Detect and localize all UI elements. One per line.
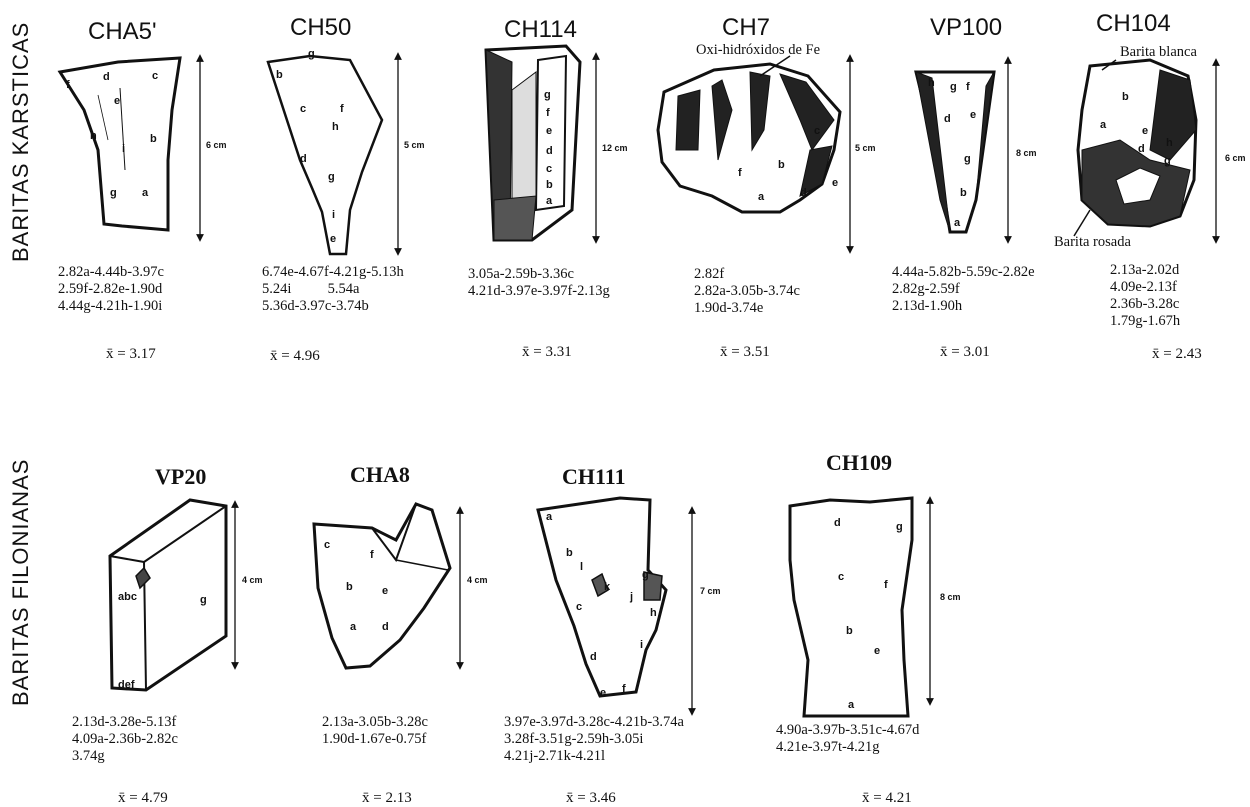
svg-text:h: h xyxy=(650,607,657,619)
svg-text:b: b xyxy=(960,187,967,199)
svg-text:d: d xyxy=(103,71,110,83)
svg-text:c: c xyxy=(814,125,820,137)
svg-text:c: c xyxy=(324,539,330,551)
svg-text:g: g xyxy=(964,153,971,165)
svg-text:a: a xyxy=(142,187,149,199)
svg-text:g: g xyxy=(896,521,903,533)
svg-text:h: h xyxy=(332,121,339,133)
svg-text:i: i xyxy=(332,209,335,221)
svg-text:h: h xyxy=(928,77,935,89)
svg-text:e: e xyxy=(114,95,120,107)
svg-text:a: a xyxy=(954,217,961,229)
svg-text:b: b xyxy=(846,625,853,637)
svg-text:f: f xyxy=(370,549,374,561)
svg-text:h: h xyxy=(90,130,97,142)
svg-text:f: f xyxy=(622,683,626,695)
svg-text:c: c xyxy=(300,103,306,115)
svg-text:e: e xyxy=(330,233,336,245)
specimen-ch104 xyxy=(1074,60,1196,236)
svg-text:f: f xyxy=(66,79,70,91)
svg-text:c: c xyxy=(152,70,158,82)
specimen-vp100 xyxy=(916,72,994,232)
svg-text:d: d xyxy=(382,621,389,633)
svg-text:c: c xyxy=(576,601,582,613)
specimen-cha5 xyxy=(60,58,180,230)
svg-text:a: a xyxy=(1100,119,1107,131)
svg-text:e: e xyxy=(600,687,606,699)
svg-text:f: f xyxy=(738,167,742,179)
svg-text:a: a xyxy=(546,195,553,207)
specimen-ch7 xyxy=(658,56,840,212)
svg-text:c: c xyxy=(546,163,552,175)
svg-text:d: d xyxy=(1138,143,1145,155)
svg-text:a: a xyxy=(350,621,357,633)
svg-text:d: d xyxy=(300,153,307,165)
svg-text:j: j xyxy=(629,591,633,603)
svg-text:e: e xyxy=(874,645,880,657)
svg-text:e: e xyxy=(546,125,552,137)
svg-text:e: e xyxy=(970,109,976,121)
svg-text:g: g xyxy=(544,89,551,101)
svg-text:d: d xyxy=(546,145,553,157)
svg-text:g: g xyxy=(328,171,335,183)
svg-text:g: g xyxy=(642,569,649,581)
svg-text:d: d xyxy=(800,187,807,199)
svg-text:a: a xyxy=(546,511,553,523)
svg-text:b: b xyxy=(566,547,573,559)
svg-text:c: c xyxy=(838,571,844,583)
specimen-ch114 xyxy=(486,46,580,240)
svg-text:b: b xyxy=(546,179,553,191)
svg-text:f: f xyxy=(340,103,344,115)
specimen-ch109 xyxy=(790,498,912,716)
svg-text:k: k xyxy=(604,581,611,593)
svg-text:f: f xyxy=(546,107,550,119)
svg-text:d: d xyxy=(590,651,597,663)
svg-text:i: i xyxy=(122,143,125,155)
svg-text:d: d xyxy=(944,113,951,125)
svg-text:abc: abc xyxy=(118,591,137,603)
specimen-ch50 xyxy=(268,56,382,254)
svg-text:b: b xyxy=(346,581,353,593)
svg-text:d: d xyxy=(834,517,841,529)
svg-text:g: g xyxy=(110,187,117,199)
svg-text:e: e xyxy=(382,585,388,597)
svg-text:a: a xyxy=(758,191,765,203)
svg-text:a: a xyxy=(848,699,855,711)
svg-text:i: i xyxy=(640,639,643,651)
svg-text:g: g xyxy=(950,81,957,93)
svg-text:b: b xyxy=(276,69,283,81)
svg-text:e: e xyxy=(832,177,838,189)
svg-text:def: def xyxy=(118,679,135,691)
svg-text:f: f xyxy=(884,579,888,591)
svg-text:g: g xyxy=(308,48,315,60)
svg-text:e: e xyxy=(1142,125,1148,137)
svg-text:f: f xyxy=(966,81,970,93)
svg-text:b: b xyxy=(778,159,785,171)
svg-text:b: b xyxy=(1122,91,1129,103)
svg-text:g: g xyxy=(200,594,207,606)
svg-text:b: b xyxy=(150,133,157,145)
svg-text:g: g xyxy=(1164,155,1171,167)
svg-text:h: h xyxy=(1166,137,1173,149)
svg-text:l: l xyxy=(580,561,583,573)
specimen-ch111 xyxy=(538,498,666,696)
